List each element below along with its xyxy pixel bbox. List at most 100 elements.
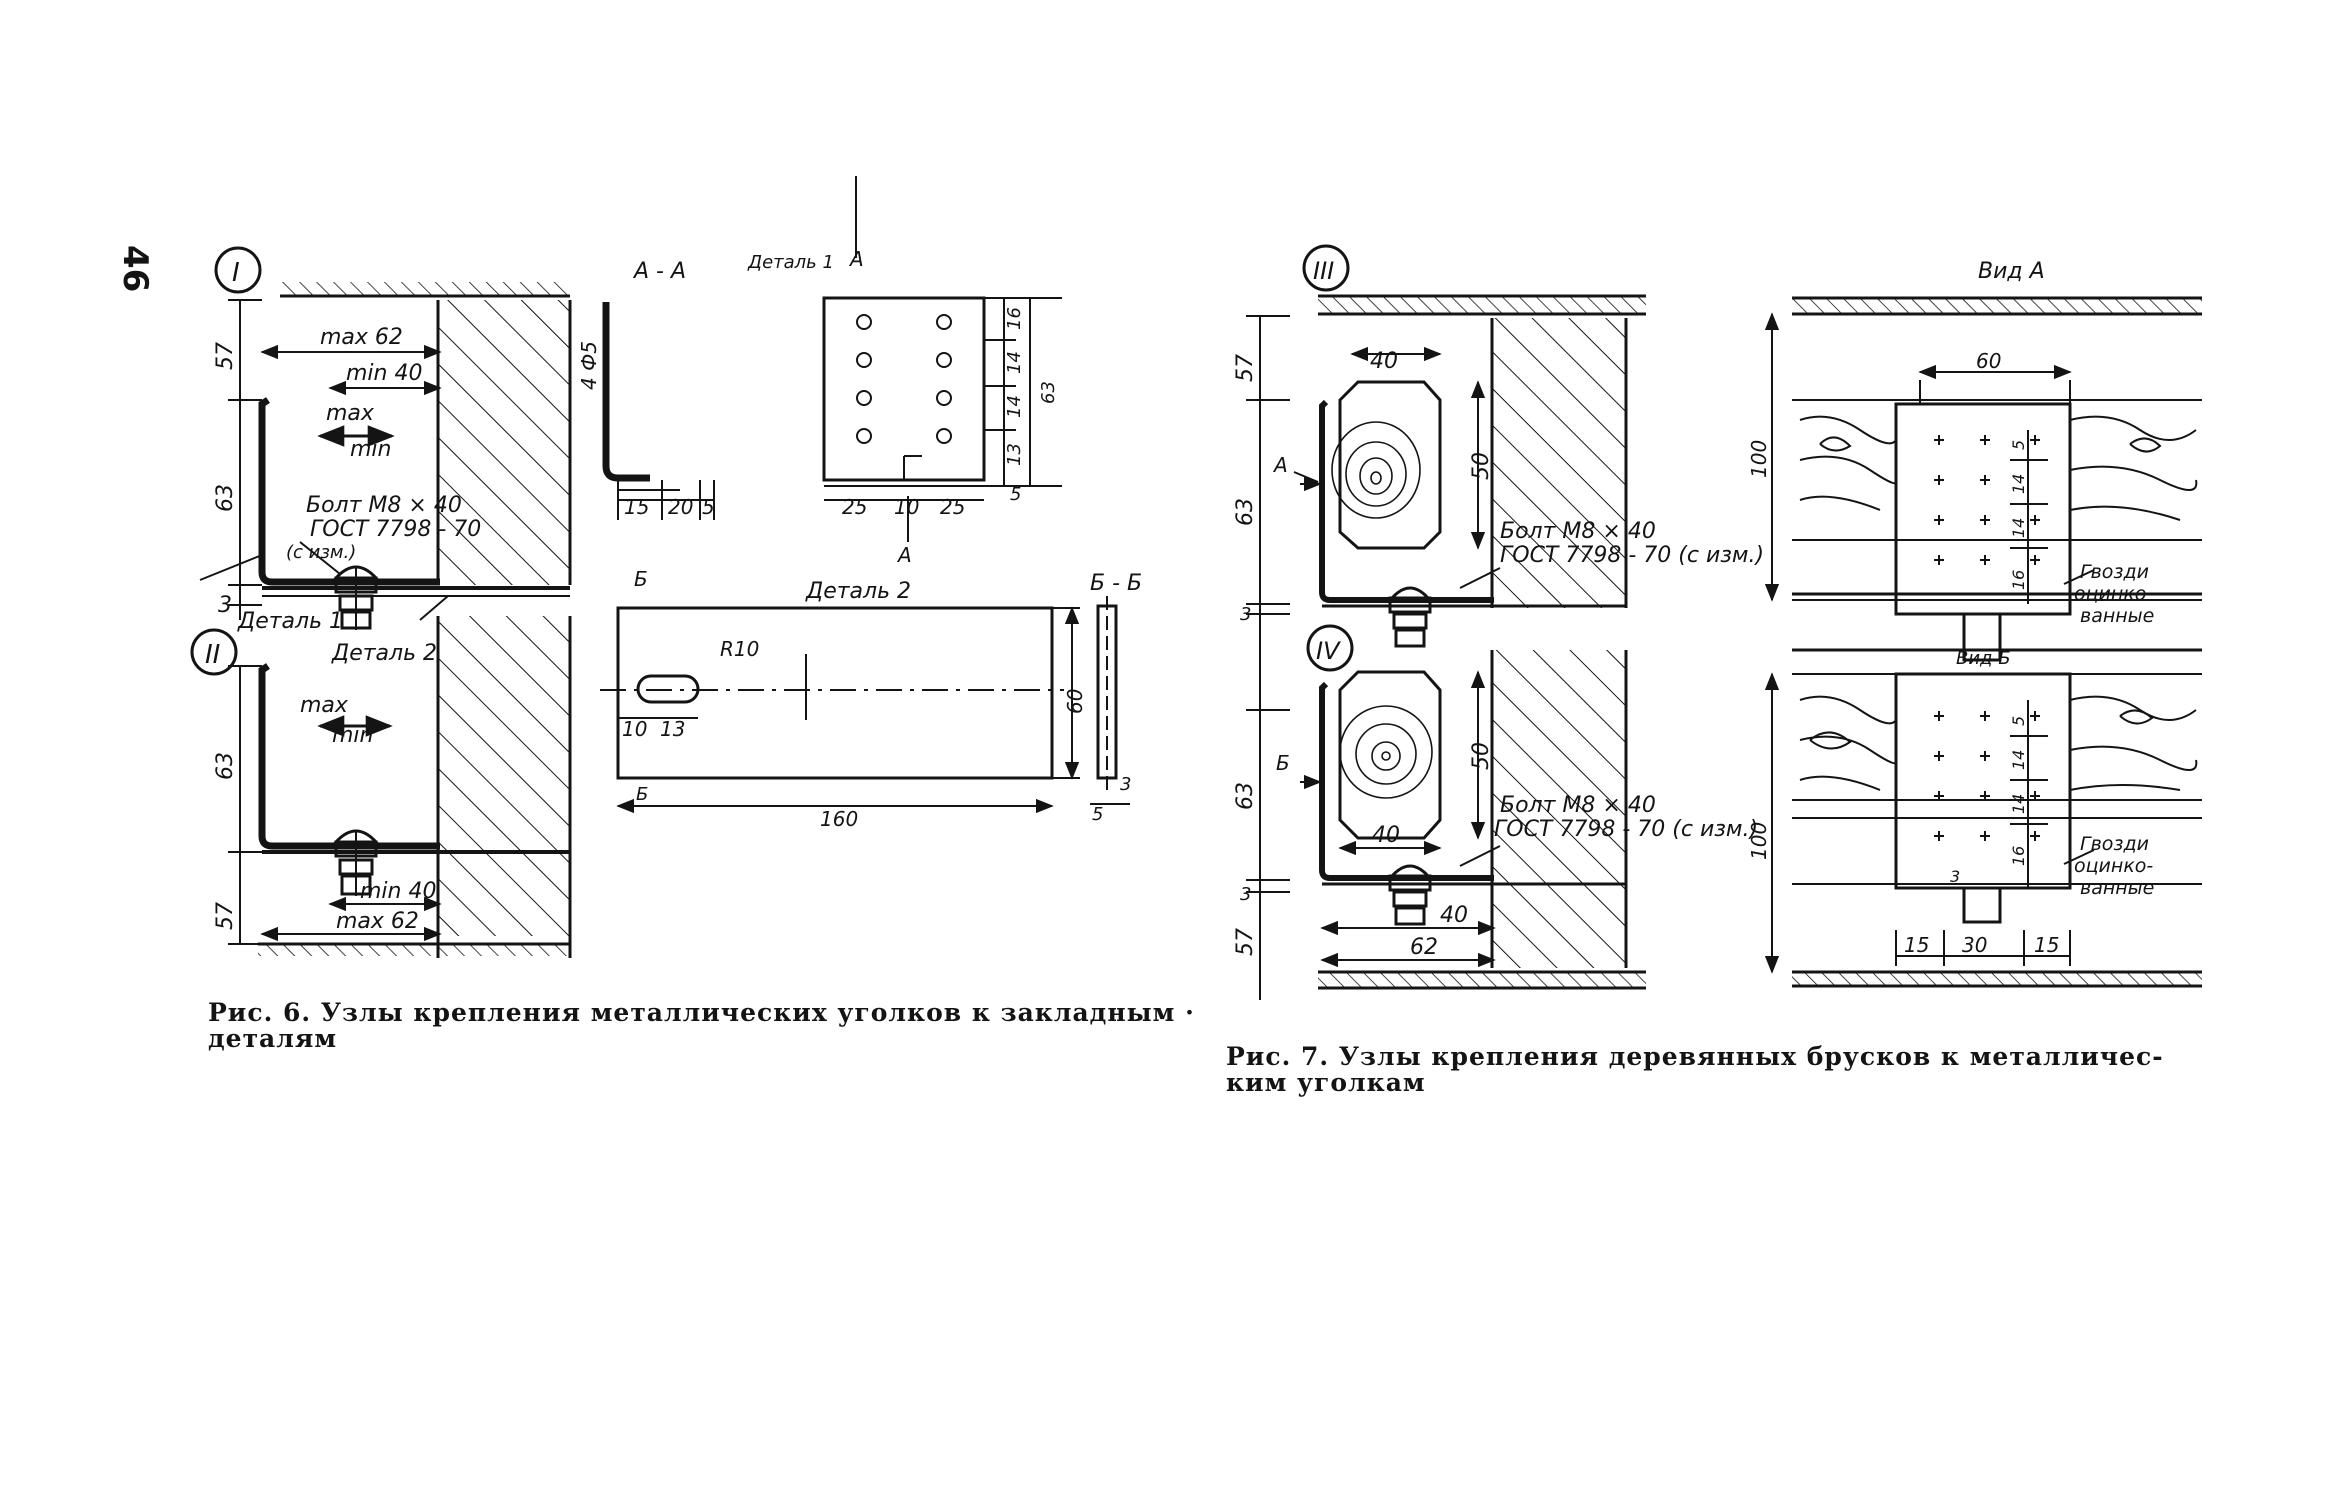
label-max-2: max (300, 693, 349, 718)
dim-63-lower: 63 (213, 752, 238, 780)
steel-angle-1 (258, 397, 440, 586)
view-b-dim-15a: 15 (1904, 933, 1929, 957)
wall-block-upper-fig7 (1490, 318, 1628, 608)
view-a-dim-60: 60 (1976, 349, 2001, 373)
label-min: min (350, 437, 392, 462)
view-b-dim-16: 16 (2009, 846, 2028, 866)
f7-mark-a: А (1272, 453, 1288, 477)
detail-1-holes (856, 314, 952, 444)
d2-dim-10: 10 (622, 717, 647, 741)
d1-dim-25b: 25 (940, 495, 965, 519)
aa-dim-15: 15 (624, 495, 649, 519)
node-4-label: IV (1316, 637, 1341, 665)
f7-gost-label-2: ГОСТ 7798 - 70 (с изм.) (1494, 817, 1758, 842)
view-a-nails-3: ванные (2080, 605, 2154, 627)
view-a-dim-16: 16 (2009, 570, 2028, 590)
d1-dim-14b: 14 (1004, 395, 1025, 418)
bottom-slab (258, 942, 570, 956)
label-min-2: min (332, 723, 374, 748)
detail-2-plate (600, 606, 1080, 814)
d2-radius: R10 (720, 637, 759, 661)
view-b-nails-1: Гвозди (2080, 833, 2149, 855)
f7-dim-57-top: 57 (1233, 354, 1258, 382)
f7-dim-57-lower: 57 (1233, 928, 1258, 956)
f7-bolt-label-2: Болт М8 × 40 (1500, 793, 1656, 818)
view-a (1764, 296, 2202, 662)
node-marker-1 (214, 246, 262, 294)
dim-min40-lower: min 40 (360, 879, 436, 904)
view-b-dim-5: 5 (2009, 716, 2028, 726)
f7-gost-label-1: ГОСТ 7798 - 70 (с изм.) (1500, 543, 1764, 568)
wall-block-upper (436, 300, 572, 585)
f7-dim-40-top: 40 (1370, 349, 1398, 374)
detail-1-title: Деталь 1 (747, 252, 834, 273)
detal-2-label: Деталь 2 (331, 641, 437, 666)
mark-b-bottom: Б (636, 784, 648, 805)
dim-max62: max 62 (320, 325, 403, 350)
dim-57: 57 (213, 342, 238, 370)
top-slab (280, 282, 570, 298)
f7-dim-40-lower: 40 (1372, 823, 1400, 848)
f7-dim-63-lower: 63 (1233, 782, 1258, 810)
view-a-dim-100: 100 (1747, 440, 1771, 478)
view-b-nails-3: ванные (2080, 877, 2154, 899)
view-b-dim-100: 100 (1747, 822, 1771, 860)
f7-bolt-label-1: Болт М8 × 40 (1500, 519, 1656, 544)
gost-note: (с изм.) (286, 542, 356, 563)
bolt-3 (1388, 586, 1432, 648)
f7-dim-63-top: 63 (1233, 498, 1258, 526)
view-b-dim-14b: 14 (2009, 794, 2028, 814)
f7-dim-62: 62 (1410, 935, 1438, 960)
d1-dim-63: 63 (1038, 381, 1059, 404)
bottom-slab-fig7 (1318, 970, 1646, 990)
bolt-2 (332, 829, 380, 896)
mark-b-top: Б (634, 567, 648, 591)
top-slab-fig7 (1318, 294, 1646, 316)
section-bb (1090, 596, 1130, 805)
node-marker-2 (190, 628, 238, 676)
d1-dim-16: 16 (1004, 307, 1025, 330)
wall-block-lower-fig7 (1490, 650, 1628, 968)
d2-dim-60: 60 (1063, 689, 1087, 714)
node-2-label: II (205, 640, 220, 670)
dim-max62-lower: max 62 (336, 909, 419, 934)
wall-block-lower (436, 616, 572, 958)
d1-dim-25a: 25 (842, 495, 867, 519)
figure-7-caption: Рис. 7. Узлы крепления деревянных бруско… (1226, 1042, 2164, 1097)
f7-dim-50-top: 50 (1469, 452, 1494, 480)
f7-dim-40-bottom: 40 (1440, 903, 1468, 928)
f7-mark-b: Б (1276, 751, 1290, 775)
aa-dim-20: 20 (668, 495, 693, 519)
bb-dim-5: 5 (1092, 804, 1103, 825)
node-1-label: I (232, 258, 240, 288)
mark-a-top: А (848, 247, 864, 271)
view-b-dim-3: 3 (1950, 867, 1960, 886)
view-b-nails-2: оцинко- (2074, 855, 2153, 877)
view-b (1764, 648, 2202, 988)
aa-dim-5: 5 (702, 495, 715, 519)
steel-angle-4 (1319, 681, 1494, 881)
hole-spec: 4 Ф5 (577, 341, 601, 390)
fig6-labels: max 62 min 40 max min 57 63 3 Болт М8 × … (213, 247, 1142, 934)
fig7-drawing: III IV (1246, 244, 2202, 1000)
gost-label: ГОСТ 7798 - 70 (310, 517, 481, 542)
view-a-title: Вид А (1978, 259, 2045, 284)
node-3-label: III (1313, 257, 1334, 285)
f7-dim-50-lower: 50 (1469, 742, 1494, 770)
dim-57-lower: 57 (213, 902, 238, 930)
view-a-nails-2: оцинко- (2074, 583, 2153, 605)
bb-dim-3: 3 (1120, 774, 1131, 795)
d1-dim-14a: 14 (1004, 351, 1025, 374)
d1-dim-10: 10 (894, 495, 919, 519)
node-marker-3 (1302, 244, 1350, 292)
d1-dim-5: 5 (1010, 484, 1021, 505)
d1-dim-13: 13 (1004, 443, 1025, 466)
steel-angle-2 (258, 663, 440, 850)
dim-min40: min 40 (346, 361, 422, 386)
f7-dim-3-lower: 3 (1240, 884, 1251, 905)
timber-block-upper (1331, 380, 1442, 550)
d2-dim-13: 13 (660, 717, 685, 741)
view-b-dim-14a: 14 (2009, 750, 2028, 770)
view-b-dim-30: 30 (1962, 933, 1987, 957)
